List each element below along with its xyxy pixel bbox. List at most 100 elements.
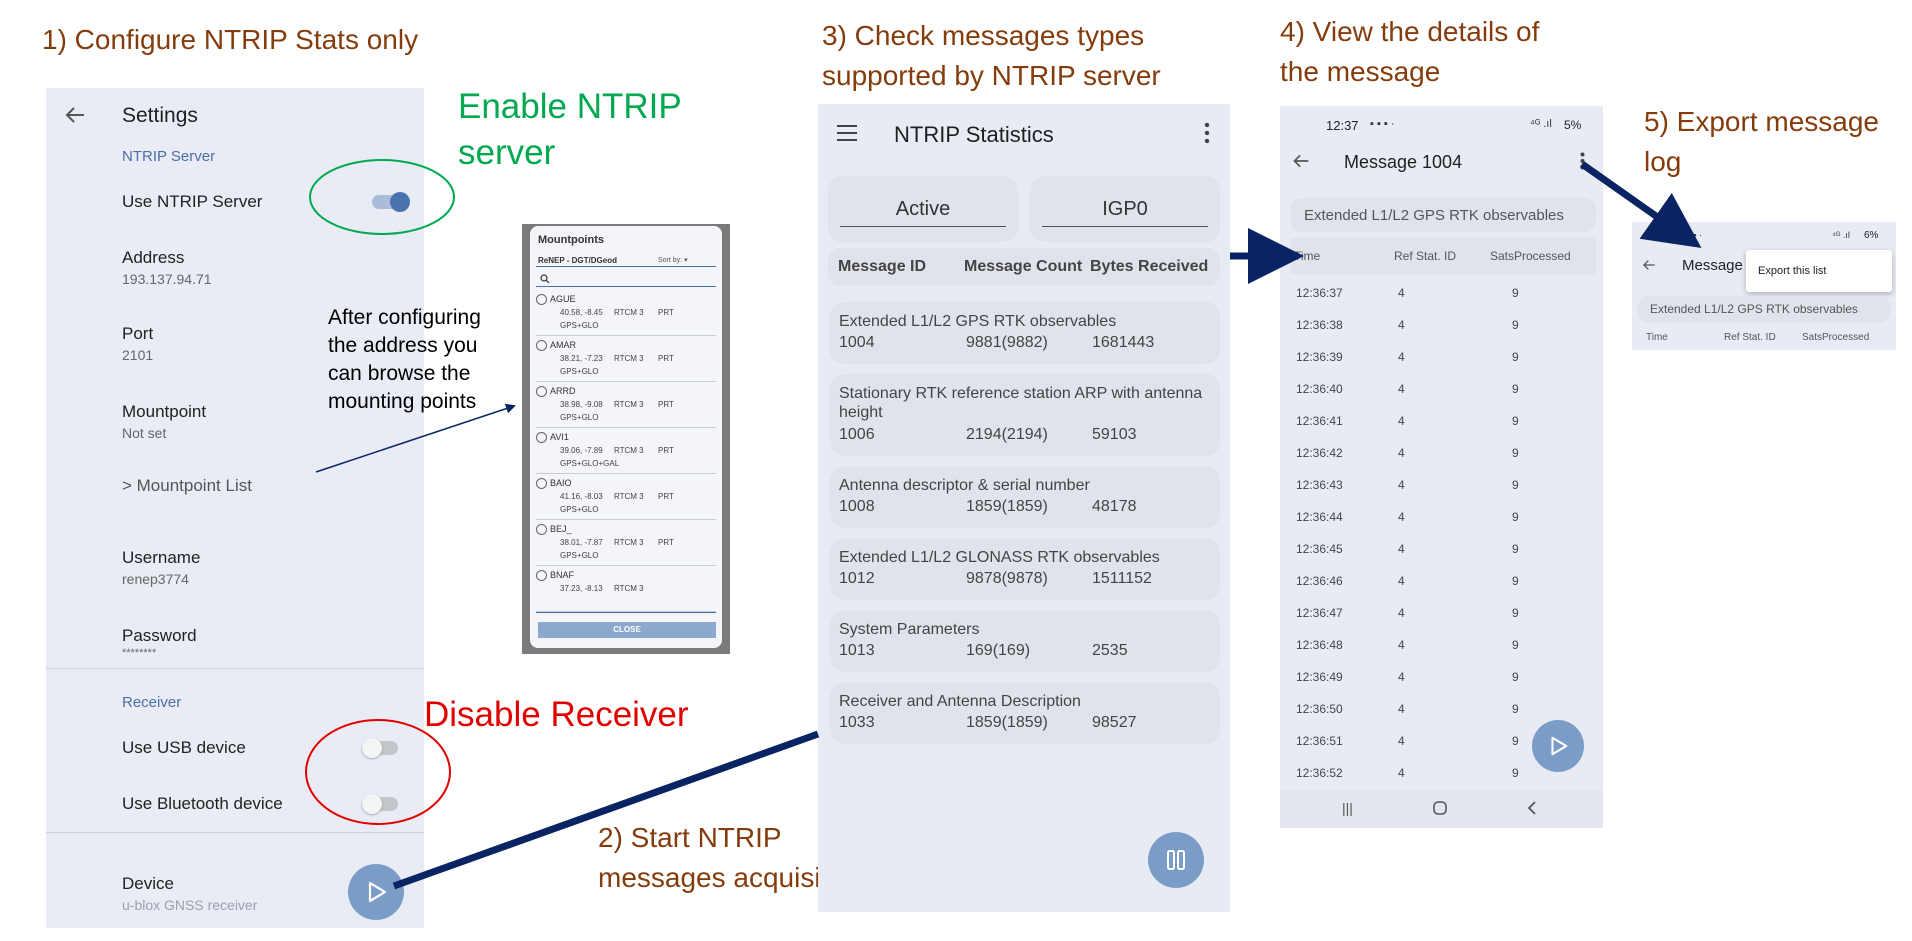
row-time: 12:36:50: [1296, 702, 1343, 716]
message-count: 2194(2194): [966, 426, 1048, 443]
row-sats-processed: 9: [1512, 382, 1519, 396]
mountpoint-divider: [536, 335, 716, 336]
message-card[interactable]: Stationary RTK reference station ARP wit…: [830, 374, 1220, 456]
browse-note-line4: mounting points: [328, 390, 477, 413]
mountpoints-close-button[interactable]: CLOSE: [538, 622, 716, 638]
ntrip-statistics-screen: NTRIP Statistics Active IGP0 Message ID …: [818, 104, 1230, 912]
mountpoint-list-link[interactable]: > Mountpoint List: [122, 476, 252, 495]
mountpoint-radio-icon[interactable]: [536, 432, 547, 443]
start-acquisition-button[interactable]: [348, 864, 404, 920]
mountpoint-divider: [536, 381, 716, 382]
menu-icon[interactable]: [836, 124, 858, 142]
mountpoint-name: BNAF: [550, 570, 575, 580]
play-icon: [368, 881, 387, 903]
mountpoint-format: RTCM 3: [614, 584, 644, 593]
overflow-menu-icon[interactable]: [1204, 122, 1210, 144]
row-sats-processed: 9: [1512, 446, 1519, 460]
row-time: 12:36:47: [1296, 606, 1343, 620]
device-setting[interactable]: Device u-blox GNSS receiver: [122, 874, 257, 913]
step-3-heading-line2: supported by NTRIP server: [822, 60, 1161, 91]
detail-back-icon[interactable]: [1292, 152, 1310, 170]
row-sats-processed: 9: [1512, 702, 1519, 716]
use-bluetooth-device-toggle[interactable]: [362, 794, 402, 814]
mountpoint-format: RTCM 3: [614, 538, 644, 547]
mountpoint-coords: 37.23, -8.13: [560, 584, 603, 593]
status-underline: [840, 226, 1006, 227]
row-ref-stat-id: 4: [1398, 286, 1405, 300]
use-usb-device-toggle[interactable]: [362, 738, 402, 758]
mountpoint-row[interactable]: BNAF 37.23, -8.13 RTCM 3: [536, 568, 716, 614]
pause-acquisition-button[interactable]: [1148, 832, 1204, 888]
username-setting[interactable]: Username renep3774: [122, 548, 200, 587]
nav-back-icon[interactable]: [1526, 800, 1538, 816]
mountpoint-radio-icon[interactable]: [536, 570, 547, 581]
row-time: 12:36:40: [1296, 382, 1343, 396]
mountpoint-setting[interactable]: Mountpoint Not set: [122, 402, 206, 441]
mountpoint-radio-icon[interactable]: [536, 340, 547, 351]
mountpoints-sort[interactable]: Sort by: ▾: [658, 257, 688, 264]
recents-icon[interactable]: |||: [1342, 800, 1353, 816]
port-setting[interactable]: Port 2101: [122, 324, 153, 363]
detail-header-ref-stat: Ref Stat. ID: [1394, 249, 1457, 263]
status-value: Active: [895, 198, 951, 220]
step-5-heading-line2: log: [1644, 146, 1682, 177]
row-time: 12:36:46: [1296, 574, 1343, 588]
message-id: 1008: [839, 498, 875, 515]
mountpoint-divider: [536, 611, 716, 612]
export-this-list-item[interactable]: Export this list: [1758, 265, 1827, 277]
mountpoint-radio-icon[interactable]: [536, 294, 547, 305]
detail-play-button[interactable]: [1532, 720, 1584, 772]
message-count: 9878(9878): [966, 570, 1048, 587]
home-icon[interactable]: [1432, 800, 1448, 816]
mountpoint-value-display: IGP0: [1102, 198, 1148, 220]
password-setting[interactable]: Password ********: [122, 626, 197, 659]
mp-search-icon[interactable]: [540, 274, 550, 284]
back-arrow-icon[interactable]: [64, 104, 86, 126]
mountpoint-field[interactable]: IGP0: [1030, 176, 1220, 242]
status-bar-time: 12:37: [1326, 118, 1359, 133]
row-ref-stat-id: 4: [1398, 670, 1405, 684]
status-bar-icons: ▪ ▪ ▪ ·: [1370, 118, 1395, 130]
message-id: 1012: [839, 570, 875, 587]
address-setting[interactable]: Address 193.137.94.71: [122, 248, 212, 287]
mountpoint-radio-icon[interactable]: [536, 524, 547, 535]
mountpoint-radio-icon[interactable]: [536, 478, 547, 489]
message-title: Extended L1/L2 GPS RTK observables: [839, 313, 1117, 330]
section-receiver: Receiver: [122, 694, 182, 711]
mountpoint-country: PRT: [658, 538, 674, 547]
use-ntrip-server-toggle[interactable]: [372, 192, 412, 212]
detail-table-header: Time Ref Stat. ID SatsProcessed: [1290, 238, 1596, 274]
row-sats-processed: 9: [1512, 766, 1519, 780]
export-back-icon[interactable]: [1642, 258, 1656, 272]
mountpoint-radio-icon[interactable]: [536, 386, 547, 397]
row-sats-processed: 9: [1512, 638, 1519, 652]
bytes-received: 2535: [1092, 642, 1128, 659]
